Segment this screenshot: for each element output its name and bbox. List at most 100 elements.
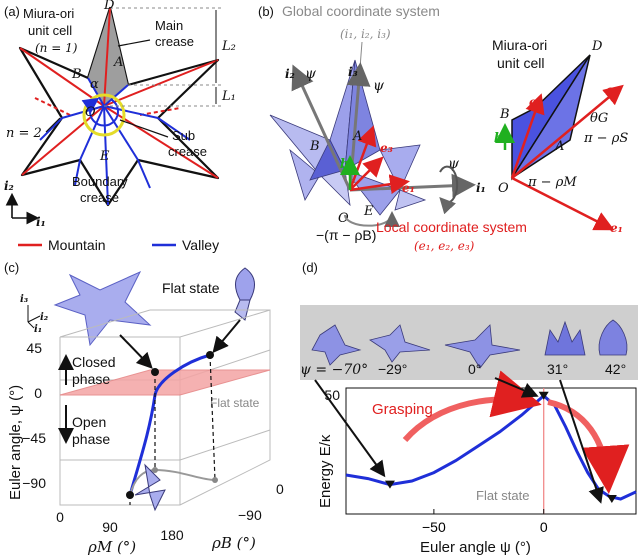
unit-cell-face-2 bbox=[511, 54, 591, 179]
open-phase-line1: Open bbox=[72, 414, 106, 430]
global-i1-label: i₁ bbox=[476, 181, 486, 195]
rho-b-arrow bbox=[344, 211, 400, 228]
local-e2-arrow bbox=[348, 125, 377, 191]
unit-e1-arrow bbox=[511, 176, 615, 231]
n2-label: n = 2 bbox=[6, 126, 42, 141]
photo-label-minus29: −29° bbox=[378, 361, 407, 377]
gripper-e-label: E bbox=[363, 204, 374, 219]
y-tick-minus90: −90 bbox=[22, 475, 46, 491]
n1-label: (n = 1) bbox=[35, 41, 78, 55]
point-b-label: B bbox=[71, 67, 82, 82]
main-crease-pointer bbox=[117, 39, 151, 47]
d-x-tick-label-0: −50 bbox=[422, 519, 446, 535]
unit-e3-label: e₃ bbox=[529, 95, 542, 109]
flat-state-pointer bbox=[119, 334, 153, 369]
main-crease-label-line1: Main bbox=[155, 18, 183, 33]
alpha-label: α bbox=[90, 77, 99, 92]
closed-state-pointer bbox=[212, 319, 241, 354]
l1-label: L₁ bbox=[221, 89, 236, 104]
d-flat-state-label: Flat state bbox=[476, 488, 529, 503]
point-e-label: E bbox=[99, 149, 110, 164]
x-tick-0: 0 bbox=[56, 509, 64, 525]
unit-a-label: A bbox=[554, 139, 564, 154]
global-triplet: (i₁, i₂, i₃) bbox=[340, 27, 391, 41]
panel-c: (c) Flat state Flat state Closed phase O… bbox=[4, 260, 284, 556]
sub-crease-label-line1: Sub bbox=[172, 128, 195, 143]
flat-state-title: Flat state bbox=[162, 280, 220, 296]
rotation-arrow bbox=[81, 97, 119, 127]
flat-state-point bbox=[151, 368, 159, 376]
energy-marker-0 bbox=[384, 480, 395, 489]
local-system-title: Local coordinate system bbox=[376, 219, 527, 235]
point-d-label: D bbox=[103, 0, 115, 13]
c-y-axis-label: Euler angle, ψ (°) bbox=[7, 385, 24, 500]
open-phase-line2: phase bbox=[72, 431, 110, 447]
point-a-label: A bbox=[113, 55, 123, 70]
axis-i1-label: i₁ bbox=[36, 215, 46, 229]
photo-gripper-2 bbox=[369, 324, 431, 363]
unit-d-label: D bbox=[591, 39, 603, 54]
grasping-arrow-right bbox=[547, 399, 630, 494]
grasping-arrow-left bbox=[402, 370, 542, 442]
proj-point-1 bbox=[152, 467, 158, 473]
n2-pointer bbox=[45, 117, 61, 133]
psi-label-1: ψ bbox=[305, 66, 317, 82]
photo-grippers bbox=[311, 319, 628, 369]
axis-i2-label: i₂ bbox=[4, 179, 14, 193]
local-e2-label-b: e₃ bbox=[380, 141, 393, 155]
unit-e2-arrow bbox=[511, 84, 624, 179]
point-o-label: O bbox=[85, 105, 96, 120]
grasping-label: Grasping bbox=[372, 401, 433, 418]
global-i2-label: i₂ bbox=[285, 67, 295, 81]
photo-gripper-5 bbox=[598, 319, 628, 356]
d-x-tick-label-1: 0 bbox=[540, 519, 548, 535]
photo-gripper-4 bbox=[544, 320, 586, 356]
flat-state-plane-label: Flat state bbox=[210, 396, 260, 410]
photo-label-31: 31° bbox=[547, 361, 568, 377]
main-crease-center bbox=[103, 7, 111, 107]
closed-state-point bbox=[206, 351, 214, 359]
flat-state-star bbox=[53, 270, 152, 347]
sub-crease-pointer bbox=[119, 119, 169, 138]
d-y-tick-50: 50 bbox=[324, 387, 340, 403]
c-mini-axis-i2 bbox=[27, 315, 41, 323]
psi-rotation-arrow bbox=[439, 165, 459, 215]
sub-crease-label-line2: crease bbox=[168, 144, 207, 159]
unit-cell-title-line1: Miura-ori bbox=[23, 6, 74, 21]
gripper-a-label: A bbox=[352, 129, 362, 144]
boundary-crease-label-line2: crease bbox=[80, 190, 119, 205]
closed-state-dome bbox=[234, 267, 256, 301]
panel-b-tag: (b) bbox=[258, 4, 274, 19]
unit-e2-label: e₂ bbox=[606, 83, 619, 97]
unit-o-label: O bbox=[498, 181, 509, 196]
global-i3-label: i₃ bbox=[348, 65, 358, 79]
x-tick-180: 180 bbox=[160, 527, 184, 543]
gripper-o-label: O bbox=[338, 211, 349, 226]
local-e3-arrow bbox=[349, 156, 384, 191]
psi-label-2: ψ bbox=[373, 78, 385, 94]
panel-b: (b) Global coordinate system (i₁, i₂, i₃… bbox=[258, 3, 628, 253]
boundary-crease-label-line1: Boundary bbox=[72, 174, 128, 189]
photo-label-0: 0° bbox=[468, 361, 481, 377]
pi-rho-b-label: −(π − ρB) bbox=[316, 227, 376, 243]
local-e1-label-b: e₁ bbox=[402, 181, 415, 195]
local-e1-arrow bbox=[349, 174, 410, 195]
c-z-axis-label: ρB (°) bbox=[211, 534, 256, 552]
y-tick-0: 0 bbox=[34, 385, 42, 401]
photo-label-minus70: ψ = −70° bbox=[300, 362, 368, 378]
unit-b-label: B bbox=[499, 107, 510, 122]
closed-phase-line2: phase bbox=[72, 371, 110, 387]
closed-phase-line1: Closed bbox=[72, 354, 116, 370]
global-i1-arrow bbox=[349, 173, 476, 198]
legend-mountain-label: Mountain bbox=[48, 237, 106, 253]
valley-creases bbox=[39, 77, 191, 206]
legend-valley-label: Valley bbox=[182, 237, 219, 253]
d-y-axis-label: Energy E/κ bbox=[317, 434, 334, 508]
photo-pointer-3 bbox=[559, 379, 604, 504]
sub-crease-highlight-circle bbox=[82, 93, 126, 137]
y-tick-45: 45 bbox=[26, 340, 42, 356]
unit-cell-b-line1: Miura-ori bbox=[492, 37, 547, 53]
panel-d: (d) ψ = −70° −29° 0° 31° 42° Grasping Fl… bbox=[300, 260, 638, 556]
c-axis-i2: i₂ bbox=[40, 312, 49, 323]
